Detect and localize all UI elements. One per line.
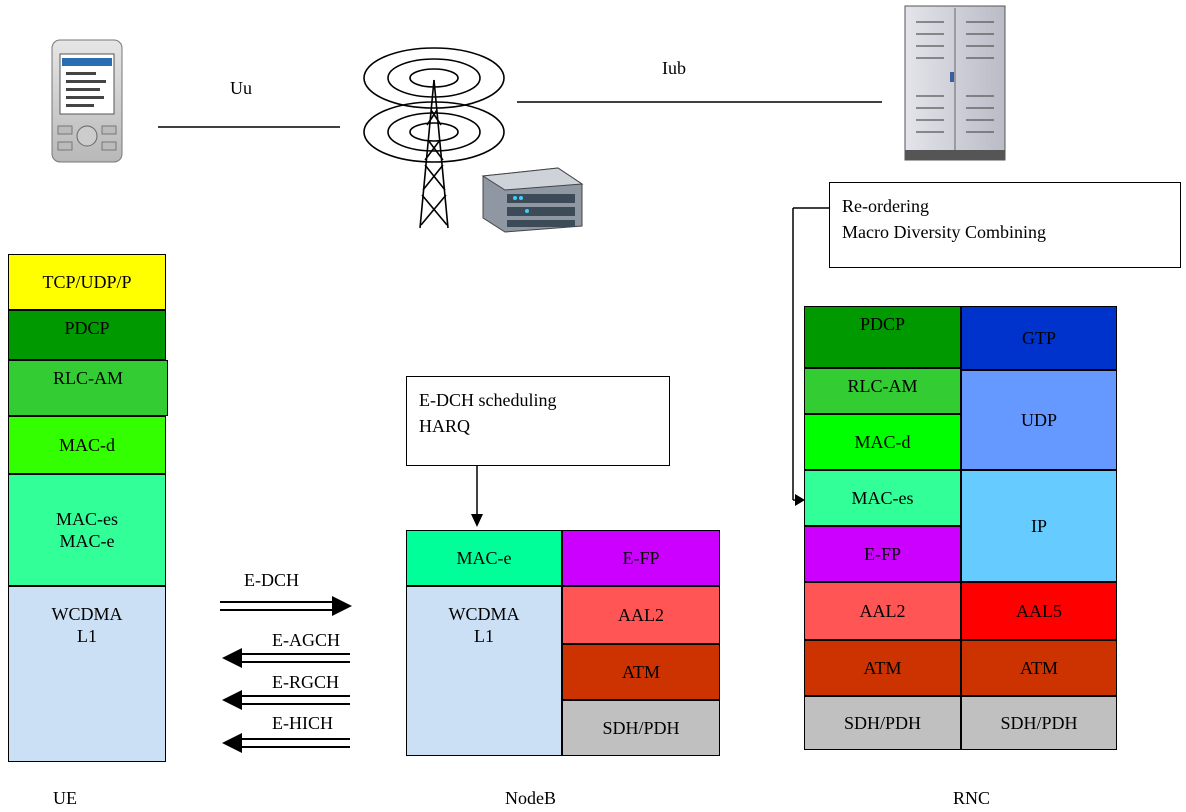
nodeb-layer-sdh-label: SDH/PDH	[602, 718, 680, 738]
rnc-layer-e-fp-label: E-FP	[863, 544, 901, 564]
rnc-layer-aal2: AAL2	[804, 582, 961, 640]
nodeb-layer-atm-label: ATM	[621, 662, 660, 682]
ue-layer-l1: WCDMA L1	[8, 586, 166, 762]
nodeb-layer-l1-label: WCDMA L1	[448, 604, 520, 646]
nodeb-layer-sdh: SDH/PDH	[562, 700, 720, 756]
rnc-layer-ip: IP	[961, 470, 1117, 582]
rnc-layer-sdh-label: SDH/PDH	[843, 713, 922, 733]
rnc-note-box: Re-ordering Macro Diversity Combining	[829, 182, 1181, 268]
rnc-layer-aal5-label: AAL5	[1016, 601, 1062, 621]
nodeb-layer-atm: ATM	[562, 644, 720, 700]
mobile-phone-icon	[51, 39, 123, 163]
e-agch-arrow	[222, 648, 350, 668]
rnc-layer-mac-d: MAC-d	[804, 414, 961, 470]
e-rgch-arrow	[222, 690, 350, 710]
rnc-layer-aal5: AAL5	[961, 582, 1117, 640]
ue-layer-tcp: TCP/UDP/P	[8, 254, 166, 310]
rnc-layer-mac-d-label: MAC-d	[854, 432, 911, 452]
rnc-layer-pdcp: PDCP	[804, 306, 961, 368]
ue-layer-mac-es-label: MAC-es MAC-e	[56, 509, 118, 551]
rnc-cabinet-icon	[904, 5, 1006, 161]
rnc-layer-atm2: ATM	[961, 640, 1117, 696]
rnc-layer-mac-es: MAC-es	[804, 470, 961, 526]
nodeb-layer-e-fp: E-FP	[562, 530, 720, 586]
ue-layer-rlc-label: RLC-AM	[52, 368, 123, 388]
channel-e-rgch: E-RGCH	[272, 672, 339, 692]
antenna-tower-icon	[363, 47, 505, 229]
ue-layer-pdcp-label: PDCP	[64, 318, 110, 338]
nodeb-layer-e-fp-label: E-FP	[622, 548, 660, 568]
channel-e-dch: E-DCH	[244, 570, 299, 590]
nodeb-layer-aal2-label: AAL2	[618, 605, 664, 625]
rnc-layer-sdh: SDH/PDH	[804, 696, 961, 750]
rnc-note-connector	[792, 207, 829, 506]
e-hich-arrow	[222, 733, 350, 753]
ue-layer-mac-d: MAC-d	[8, 416, 166, 474]
nodeb-layer-mac-e-label: MAC-e	[456, 548, 512, 568]
nodeb-note-box: E-DCH scheduling HARQ	[406, 376, 670, 466]
rnc-layer-atm: ATM	[804, 640, 961, 696]
nodeb-layer-aal2: AAL2	[562, 586, 720, 644]
channel-e-agch: E-AGCH	[272, 630, 340, 650]
ue-layer-tcp-label: TCP/UDP/P	[42, 272, 132, 292]
nodeb-layer-mac-e: MAC-e	[406, 530, 562, 586]
rnc-layer-sdh2-label: SDH/PDH	[1000, 713, 1078, 733]
ue-layer-pdcp: PDCP	[8, 310, 166, 360]
iub-label: Iub	[662, 58, 686, 78]
rnc-layer-atm-label: ATM	[863, 658, 902, 678]
ue-layer-mac-es: MAC-es MAC-e	[8, 474, 166, 586]
nodeb-layer-l1: WCDMA L1	[406, 586, 562, 756]
rnc-caption: RNC	[953, 788, 991, 808]
ue-layer-rlc: RLC-AM	[8, 360, 168, 416]
uu-label: Uu	[230, 78, 252, 98]
nodeb-caption: NodeB	[505, 788, 556, 808]
ue-layer-l1-label: WCDMA L1	[51, 604, 123, 646]
e-dch-arrow	[220, 596, 352, 616]
rnc-layer-udp-label: UDP	[1020, 410, 1057, 430]
rnc-layer-aal2-label: AAL2	[859, 601, 906, 621]
rnc-layer-pdcp-label: PDCP	[859, 314, 906, 334]
rnc-layer-e-fp: E-FP	[804, 526, 961, 582]
nodeb-equipment-icon	[481, 167, 584, 233]
rnc-layer-rlc-label: RLC-AM	[847, 376, 918, 396]
rnc-layer-gtp-label: GTP	[1021, 328, 1056, 348]
rnc-layer-sdh2: SDH/PDH	[961, 696, 1117, 750]
rnc-layer-mac-es-label: MAC-es	[851, 488, 914, 508]
rnc-layer-gtp: GTP	[961, 306, 1117, 370]
rnc-layer-ip-label: IP	[1030, 516, 1047, 536]
channel-e-hich: E-HICH	[272, 713, 333, 733]
nodeb-note-arrow	[471, 466, 483, 527]
rnc-layer-rlc: RLC-AM	[804, 368, 961, 414]
rnc-layer-atm2-label: ATM	[1019, 658, 1058, 678]
rnc-layer-udp: UDP	[961, 370, 1117, 470]
ue-layer-mac-d-label: MAC-d	[58, 435, 115, 455]
ue-caption: UE	[53, 788, 77, 808]
